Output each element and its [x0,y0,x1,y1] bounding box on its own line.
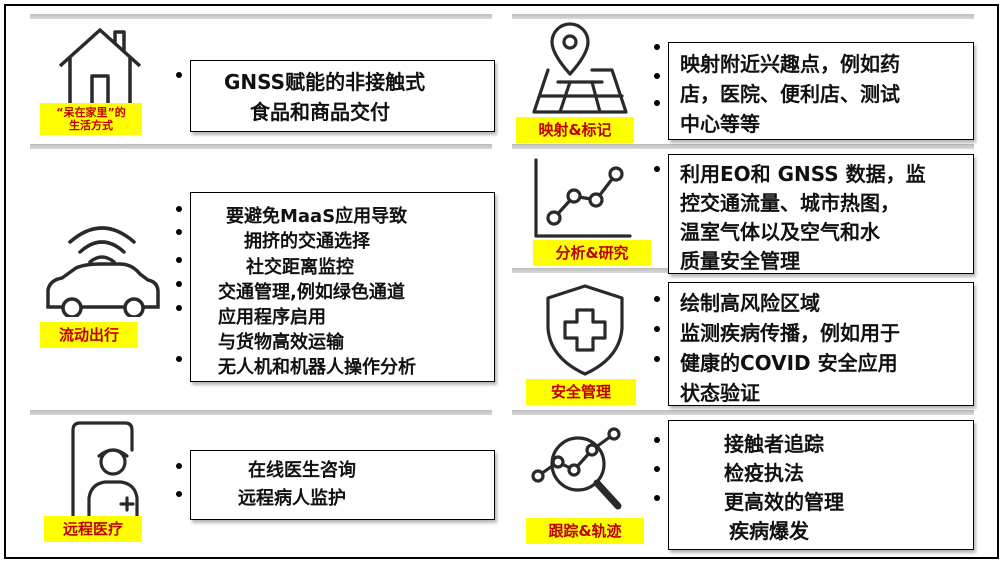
mobility-line: 社交距离监控 [246,257,354,278]
bullet-dot [654,73,660,79]
bullet-dot [176,491,182,497]
safety-line: 绘制高风险区域 [680,291,820,315]
mobility-line: 无人机和机器人操作分析 [218,357,416,378]
home-delivery-box [190,60,495,132]
telemedicine-line: 远程病人监护 [238,488,346,509]
magnifier-chart-icon [530,424,630,514]
mapping-box [668,42,974,140]
bullet-dot [654,44,660,50]
mapping-line: 映射附近兴趣点，例如药 [680,52,900,76]
tag-line: 生活方式 [69,119,113,132]
safety-box [668,282,974,406]
outer-frame [4,4,999,559]
tracking-line: 更高效的管理 [724,490,844,514]
tracking-line: 接触者追踪 [724,432,824,456]
bullet-dot [654,495,660,501]
mobility-line: 应用程序启用 [218,307,326,328]
analysis-line: 利用EO和 GNSS 数据，监 [680,162,926,186]
bullet-dot [654,437,660,443]
mobility-line: 交通管理,例如绿色通道 [218,282,405,303]
shield-cross-icon [540,282,630,377]
tracking-box [668,420,974,550]
bullet-dot [654,326,660,332]
bullet-dot [176,281,182,287]
phone-doctor-icon [55,420,150,520]
home-lifestyle-tag: “呆在家里”的 生活方式 [40,103,142,135]
connected-car-icon [40,212,165,317]
separator-bar [30,14,492,19]
safety-line: 健康的COVID 安全应用 [680,351,898,375]
bullet-dot [176,72,182,78]
mobility-line: 拥挤的交通选择 [244,231,370,252]
mobility-line: 与货物高效运输 [218,332,344,353]
bullet-dot [176,305,182,311]
tracking-line: 检疫执法 [724,461,804,485]
bullet-dot [176,356,182,362]
analysis-line: 温室气体以及空气和水 [680,220,880,244]
separator-bar [30,410,492,415]
bullet-dot [176,463,182,469]
tag-line: “呆在家里”的 [56,106,126,119]
mapping-line: 店，医院、便利店、测试 [680,82,900,106]
bullet-dot [654,356,660,362]
telemedicine-tag: 远程医疗 [44,516,142,542]
tracking-line: 疾病爆发 [729,519,809,543]
separator-bar [512,410,974,415]
bullet-dot [654,100,660,106]
home-line: GNSS赋能的非接触式 [224,70,426,94]
analysis-line: 控交通流量、城市热图， [680,191,900,215]
mobility-tag: 流动出行 [40,322,138,348]
mapping-line: 中心等等 [680,112,760,136]
mapping-tag: 映射&标记 [516,117,634,143]
bullet-dot [176,229,182,235]
house-icon [55,24,145,109]
analysis-tag: 分析&研究 [533,240,651,266]
bullet-dot [176,206,182,212]
analysis-box [668,154,974,274]
mobility-line: 要避免MaaS应用导致 [226,206,408,227]
map-pin-icon [530,22,630,117]
bullet-dot [654,466,660,472]
bullet-dot [176,257,182,263]
separator-bar [512,144,974,149]
safety-line: 监测疾病传播，例如用于 [680,321,900,345]
telemedicine-line: 在线医生咨询 [248,460,356,481]
telemedicine-box [190,450,495,520]
tracking-tag: 跟踪&轨迹 [526,518,644,544]
mobility-box [190,192,495,382]
home-line: 食品和商品交付 [250,100,390,124]
bullet-dot [654,296,660,302]
separator-bar [512,14,974,19]
safety-line: 状态验证 [680,381,760,405]
analysis-line: 质量安全管理 [680,249,800,273]
bullet-dot [654,166,660,172]
separator-bar [30,144,492,149]
safety-tag: 安全管理 [526,379,636,405]
line-chart-icon [530,156,635,241]
